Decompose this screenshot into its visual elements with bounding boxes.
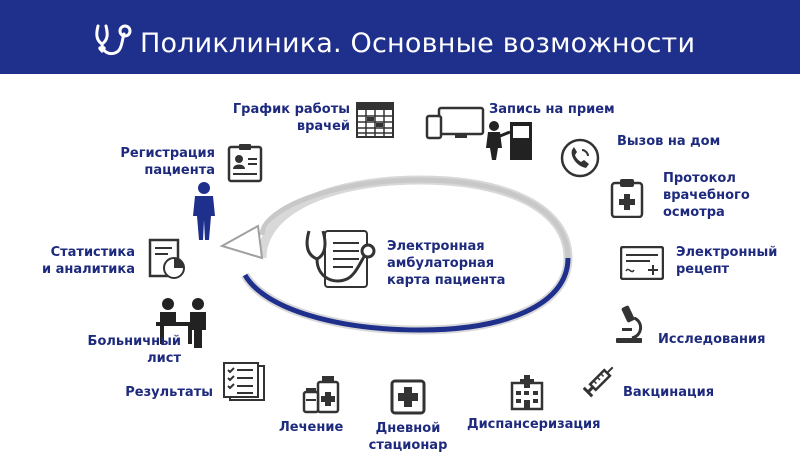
hospital-building-icon [510,375,544,411]
microscope-icon [616,305,642,343]
page-title: Поликлиника. Основные возможности [140,28,696,59]
label-day-hospital: Дневной стационар [368,421,448,453]
stethoscope-document-icon [305,230,376,288]
stethoscope-heart-icon [95,24,132,56]
label-treatment: Лечение [279,420,344,435]
doctor-patient-icon [156,298,206,348]
label-home-call: Вызов на дом [617,134,721,149]
label-protocol: Протокол врачебного осмотра [663,171,750,220]
id-card-icon [227,144,263,183]
label-dispensary: Диспансеризация [467,417,601,432]
patient-figure-icon [193,182,215,240]
label-vaccination: Вакцинация [623,385,715,400]
checklist-icon [223,362,265,401]
label-research: Исследования [658,332,766,347]
label-results: Результаты [125,385,213,400]
phone-call-icon [560,138,600,178]
label-sick-leave: Больничный лист [87,334,181,366]
medicine-bottles-icon [302,376,340,414]
devices-icon [425,106,485,140]
label-statistics: Статистика и аналитика [41,245,135,277]
label-schedule: График работы врачей [232,102,350,134]
schedule-table-icon [356,102,394,138]
label-registration: Регистрация пациента [120,146,215,178]
label-prescription: Электронный рецепт [676,245,778,277]
person-at-kiosk-icon [486,121,532,160]
prescription-icon [620,246,664,280]
center-title: Электронная амбулаторная карта пациента [387,239,506,288]
ring-arrowhead [219,224,264,260]
syringe-icon [582,366,614,398]
clipboard-medical-icon [610,179,644,218]
header-bar: Поликлиника. Основные возможности [0,0,800,74]
statistics-document-icon [148,238,185,279]
label-appointment: Запись на прием [489,102,615,117]
first-aid-box-icon [390,379,426,415]
